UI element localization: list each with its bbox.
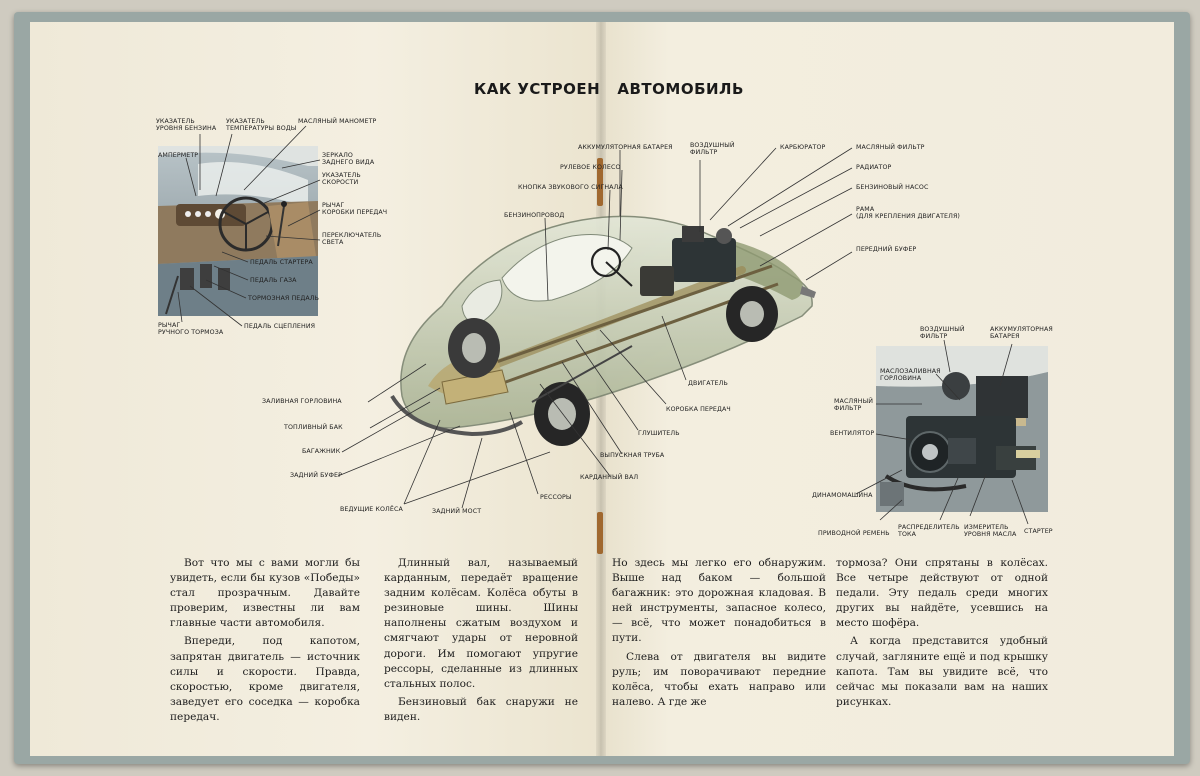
page-title: КАК УСТРОЕН АВТОМОБИЛЬ [474,80,744,98]
label-ammeter: АМПЕРМЕТР [158,152,199,159]
label-rear-axle: ЗАДНИЙ МОСТ [432,508,482,515]
label-steering-wheel: РУЛЕВОЕ КОЛЕСО [560,164,621,171]
binding-stitch-bottom [597,512,603,554]
label-engine-battery: АККУМУЛЯТОРНАЯ БАТАРЕЯ [990,326,1053,341]
label-water-temp-gauge: УКАЗАТЕЛЬ ТЕМПЕРАТУРЫ ВОДЫ [226,118,297,133]
car-illustration [382,196,818,468]
label-distributor: РАСПРЕДЕЛИТЕЛЬ ТОКА [898,524,960,539]
label-battery: АККУМУЛЯТОРНАЯ БАТАРЕЯ [578,144,673,151]
text-column-4: тормоза? Они спрятаны в колёсах. Все чет… [836,556,1048,710]
label-gas-pedal: ПЕДАЛЬ ГАЗА [250,277,297,284]
paragraph: Длинный вал, называемый карданным, перед… [384,557,578,690]
label-leaf-springs: РЕССОРЫ [540,494,572,501]
label-rearview-mirror: ЗЕРКАЛО ЗАДНЕГО ВИДА [322,152,375,167]
label-oil-filter: МАСЛЯНЫЙ ФИЛЬТР [856,144,925,151]
label-oil-dipstick: ИЗМЕРИТЕЛЬ УРОВНЯ МАСЛА [964,524,1017,539]
paragraph: А когда представится удобный случай, заг… [836,635,1048,708]
paragraph: Слева от двигателя вы видите руль; им по… [612,650,826,708]
label-dynamo: ДИНАМОМАШИНА [812,492,873,499]
label-trunk: БАГАЖНИК [302,448,341,455]
label-brake-pedal: ТОРМОЗНАЯ ПЕДАЛЬ [248,295,320,302]
interior-illustration [158,146,318,316]
label-clutch-pedal: ПЕДАЛЬ СЦЕПЛЕНИЯ [244,323,316,330]
label-air-filter: ВОЗДУШНЫЙ ФИЛЬТР [690,142,735,157]
text-column-1: Вот что мы с вами могли бы увидеть, если… [170,556,360,725]
label-engine-air-filter: ВОЗДУШНЫЙ ФИЛЬТР [920,326,965,341]
paragraph: Бензиновый бак снаружи не виден. [384,695,578,723]
label-gear-lever: РЫЧАГ КОРОБКИ ПЕРЕДАЧ [322,202,388,217]
text-column-2: Длинный вал, называемый карданным, перед… [384,556,578,725]
label-handbrake: РЫЧАГ РУЧНОГО ТОРМОЗА [158,322,224,337]
label-gearbox: КОРОБКА ПЕРЕДАЧ [666,406,731,413]
label-rear-bumper: ЗАДНИЙ БУФЕР [290,472,342,479]
paragraph: Впереди, под капотом, запрятан двигатель… [170,635,360,723]
label-radiator: РАДИАТОР [856,164,892,171]
transparent-car-drawing [390,215,816,446]
label-fuel-pump: БЕНЗИНОВЫЙ НАСОС [856,184,929,191]
binding-stitch-top [597,158,603,206]
label-oil-pressure-gauge: МАСЛЯНЫЙ МАНОМЕТР [298,118,377,125]
text-column-3: Но здесь мы легко его обнаружим. Выше на… [612,556,826,710]
label-fuel-line: БЕНЗИНОПРОВОД [504,212,565,219]
label-exhaust-pipe: ВЫПУСКНАЯ ТРУБА [600,452,665,459]
label-fuel-tank: ТОПЛИВНЫЙ БАК [284,424,343,431]
label-driveshaft: КАРДАННЫЙ ВАЛ [580,474,639,481]
label-drive-wheels: ВЕДУЩИЕ КОЛЁСА [340,506,403,513]
paragraph: Вот что мы с вами могли бы увидеть, если… [170,557,360,630]
label-carburetor: КАРБЮРАТОР [780,144,826,151]
label-engine-oil-filter: МАСЛЯНЫЙ ФИЛЬТР [834,398,874,413]
label-starter-pedal: ПЕДАЛЬ СТАРТЕРА [250,259,313,266]
label-oil-filler-neck: МАСЛОЗАЛИВНАЯ ГОРЛОВИНА [880,368,941,383]
label-muffler: ГЛУШИТЕЛЬ [638,430,680,437]
label-fan: ВЕНТИЛЯТОР [830,430,875,437]
label-drive-belt: ПРИВОДНОЙ РЕМЕНЬ [818,530,890,537]
label-light-switch: ПЕРЕКЛЮЧАТЕЛЬ СВЕТА [322,232,382,247]
label-frame: РАМА (ДЛЯ КРЕПЛЕНИЯ ДВИГАТЕЛЯ) [856,206,960,221]
label-speedometer: УКАЗАТЕЛЬ СКОРОСТИ [322,172,361,187]
label-fuel-gauge: УКАЗАТЕЛЬ УРОВНЯ БЕНЗИНА [156,118,217,133]
cockpit-drawing [158,146,318,316]
paragraph: тормоза? Они спрятаны в колёсах. Все чет… [836,557,1048,630]
label-horn-button: КНОПКА ЗВУКОВОГО СИГНАЛА [518,184,623,191]
label-filler-neck: ЗАЛИВНАЯ ГОРЛОВИНА [262,398,342,405]
label-front-bumper: ПЕРЕДНИЙ БУФЕР [856,246,917,253]
label-engine: ДВИГАТЕЛЬ [688,380,728,387]
label-starter: СТАРТЕР [1024,528,1053,535]
paragraph: Но здесь мы легко его обнаружим. Выше на… [612,557,826,645]
